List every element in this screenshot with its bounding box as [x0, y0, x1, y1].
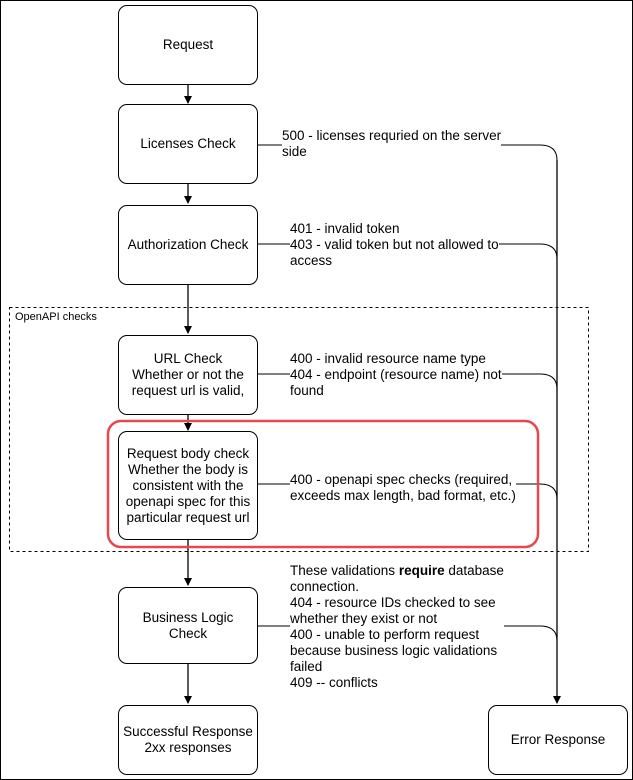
curve-authorization: [539, 243, 558, 260]
note-authorization: 401 - invalid token 403 - valid token bu…: [290, 221, 499, 269]
note-url: 400 - invalid resource name type 404 - e…: [290, 351, 502, 399]
highlight-box: [106, 419, 540, 549]
node-business-logic-check: Business Logic Check: [118, 587, 258, 664]
curve-body: [539, 483, 558, 500]
note-business-prefix: These validations: [290, 563, 399, 578]
openapi-group-label: OpenAPI checks: [13, 311, 99, 324]
node-successful-response: Successful Response 2xx responses: [118, 705, 258, 775]
note-business-bold: require: [398, 563, 445, 578]
curve-licenses: [539, 144, 558, 161]
node-error-response: Error Response: [488, 705, 628, 775]
node-request: Request: [118, 5, 258, 85]
openapi-group-box: [9, 307, 589, 552]
curve-business: [539, 625, 558, 642]
node-licenses-check: Licenses Check: [118, 104, 258, 184]
note-business-logic: These validations require database conne…: [290, 563, 504, 691]
note-business-suffix: database connection. 404 - resource IDs …: [290, 563, 504, 690]
note-licenses: 500 - licenses requried on the server si…: [282, 128, 502, 160]
node-authorization-check: Authorization Check: [118, 205, 258, 285]
node-url-check: URL Check Whether or not the request url…: [118, 335, 258, 415]
node-request-body-check: Request body check Whether the body is c…: [118, 431, 258, 540]
note-body: 400 - openapi spec checks (required, exc…: [290, 472, 516, 504]
curve-url: [539, 373, 558, 390]
